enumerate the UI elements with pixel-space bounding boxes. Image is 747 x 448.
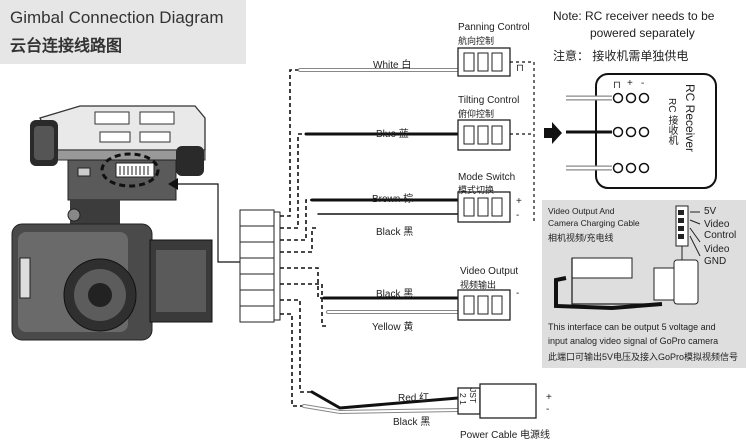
receiver-pin-plus: + [627,78,633,89]
receiver-pin-minus: - [641,78,645,89]
power-minus-symbol: - [546,404,550,415]
inset-pin-video-control1: Video [704,219,730,230]
wire-black2-label: Black 黑 [376,289,414,300]
wire-brown-label: Brown 棕 [372,194,414,205]
wire-white-label: White 白 [373,60,412,71]
title-box: Gimbal Connection Diagram 云台连接线路图 [0,0,246,64]
main-connector [239,209,281,323]
panning-connector [457,47,511,77]
title-en: Gimbal Connection Diagram [10,8,224,27]
inset-label-en2: Camera Charging Cable [548,218,640,228]
title-cn: 云台连接线路图 [10,38,123,55]
inset-pin-video: Video [704,244,730,255]
panning-label-cn: 航向控制 [458,36,495,46]
wires [298,68,460,415]
panning-signal-symbol: ⊓ [516,63,524,74]
receiver-arrow [544,122,562,144]
mode-connector [457,191,511,223]
mode-minus-symbol: - [516,210,520,221]
mode-plus-symbol: + [516,196,522,207]
panning-label-en: Panning Control [458,22,530,33]
video-label-en: Video Output [460,266,519,277]
mode-label-cn: 模式切换 [458,185,495,195]
mode-label-en: Mode Switch [458,172,516,183]
power-connector [457,383,537,419]
wire-black3-label: Black 黑 [393,417,431,428]
video-connector [457,289,511,321]
inset-desc2: input analog video signal of GoPro camer… [548,336,719,346]
wire-blue-label: Blue 蓝 [376,129,409,140]
note-en-line2: powered separately [590,26,695,40]
dashed-wires [280,69,328,407]
inset-drawing [554,205,701,311]
receiver-pin-signal: ⊓ [613,80,621,91]
tilting-connector [457,119,511,151]
inset-desc3: 此端口可输出5V电压及接入GoPro模拟视频信号 [548,352,739,362]
receiver-label-en: RC Receiver [683,84,697,153]
wire-black1-label: Black 黑 [376,227,414,238]
tilting-label-cn: 俯仰控制 [458,109,495,119]
wire-yellow-label: Yellow 黄 [372,322,414,333]
gimbal-illustration [11,105,213,341]
inset-label-cn: 相机视频/充电线 [548,233,614,243]
power-label: Power Cable 电源线 [460,430,551,441]
power-plus-symbol: + [546,392,552,403]
inset-pin-video-control2: Control [704,230,737,241]
inset-pin-5v: 5V [704,206,717,217]
guide-lines [510,61,535,222]
note-cn: 注意： 接收机需单独供电 [553,49,689,63]
inset-label-en: Video Output And [548,206,615,216]
inset-desc1: This interface can be output 5 voltage a… [548,322,716,332]
jst-label: JST [468,388,478,404]
receiver-label-cn: RC 接收机 [666,98,677,146]
video-cable-inset: Video Output And Camera Charging Cable 相… [542,200,746,368]
rc-receiver [566,73,717,189]
inset-pin-gnd: GND [704,256,727,267]
tilting-label-en: Tilting Control [458,95,520,106]
video-minus-symbol: - [516,288,520,299]
video-label-cn: 视频输出 [460,280,497,290]
note-en-line1: Note: RC receiver needs to be [553,9,715,23]
wire-red-label: Red 红 [398,393,430,404]
jst-pins: 2 1 [458,393,468,405]
